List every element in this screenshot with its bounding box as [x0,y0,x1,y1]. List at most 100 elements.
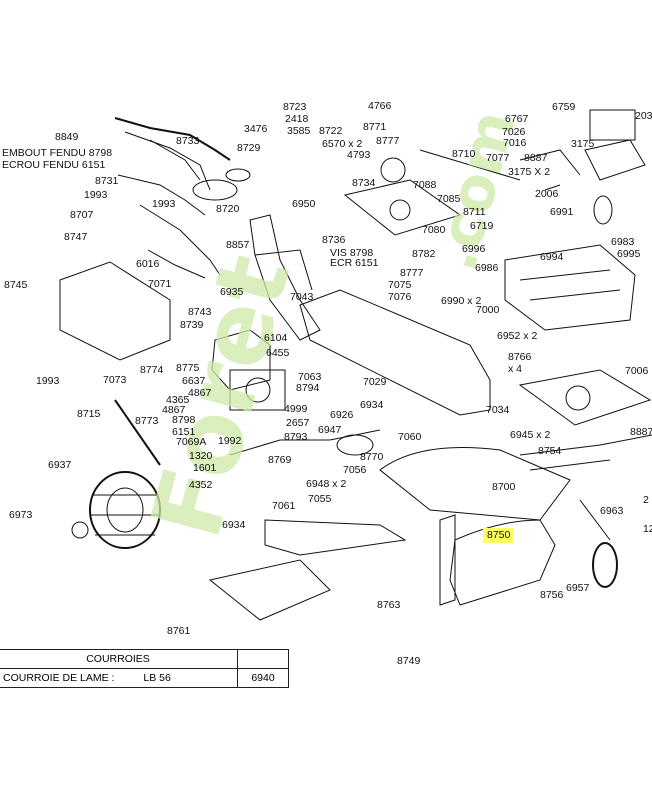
callout-label: 8700 [492,481,516,493]
callout-label: ECROU FENDU 6151 [2,159,106,171]
callout-label: 12 [643,523,652,535]
callout-label: 4365 [166,394,190,406]
callout-label: 8782 [412,248,436,260]
callout-label: 8761 [167,625,191,637]
callout-label: 6990 x 2 [441,295,482,307]
callout-label: 4867 [162,404,186,416]
callout-label: 6950 [292,198,316,210]
callout-label: 8777 [400,267,424,279]
belts-table-row: COURROIE DE LAME : LB 56 [0,668,238,688]
callout-label: 4999 [284,403,308,415]
callout-label: 1320 [189,450,213,462]
callout-label: 8745 [4,279,28,291]
callout-label: 8734 [352,177,376,189]
callout-label: 7080 [422,224,446,236]
callout-label: 1992 [218,435,242,447]
callout-label: 7016 [503,137,527,149]
callout-label: 6935 [220,286,244,298]
callout-label: 4766 [368,100,392,112]
callout-label: 7055 [308,493,332,505]
callout-label: 203 [635,110,652,122]
callout-label: 8771 [363,121,387,133]
callout-label: 6963 [600,505,624,517]
callout-label: 7043 [290,291,314,303]
callout-label: 4867 [188,387,212,399]
callout-label: 6151 [172,426,196,438]
callout-label: 6986 [475,262,499,274]
callout-label: 8711 [463,206,486,218]
callout-label: 8766 [508,351,532,363]
callout-label: 7088 [413,179,437,191]
callout-label: 2006 [535,188,559,200]
callout-label: 6934 [360,399,384,411]
callout-label: 8887 [524,152,548,164]
callout-label: 7071 [148,278,172,290]
callout-label: 6947 [318,424,342,436]
callout-label: 6991 [550,206,574,218]
callout-label: 8774 [140,364,164,376]
belt-ref: LB 56 [143,672,171,684]
callout-label: 6945 x 2 [510,429,551,441]
callout-label: 8722 [319,125,343,137]
callout-label: 8857 [226,239,250,251]
callout-label: 8793 [284,431,308,443]
callout-label: 3175 X 2 [508,166,551,178]
callout-label: 8743 [188,306,212,318]
callout-label: 6767 [505,113,529,125]
callout-label: x 4 [508,363,523,375]
callout-label: 6016 [136,258,160,270]
belt-code: 6940 [237,668,289,688]
callout-label: 2 [643,494,649,506]
callout-label: 6983 [611,236,635,248]
callout-label: 7073 [103,374,127,386]
callout-label: 8887 [630,426,652,438]
callout-label: 8798 [172,414,196,426]
callout-label: 6995 [617,248,641,260]
callout-label: 1993 [84,189,108,201]
callout-label: 1993 [36,375,60,387]
callout-label: 7085 [437,193,461,205]
callout-label: 8773 [135,415,159,427]
callout-label: 1993 [152,198,176,210]
callout-label: 7077 [486,152,510,164]
callout-label: 2657 [286,417,310,429]
callout-label: 7060 [398,431,422,443]
callout-label: 8749 [397,655,421,667]
callout-label: 6104 [264,332,288,344]
callout-label-highlighted: 8750 [483,528,515,543]
callout-label: 6996 [462,243,486,255]
callout-label: 1601 [193,462,217,474]
callout-label: 8756 [540,589,564,601]
callout-label: 6759 [552,101,576,113]
callout-label: 8731 [95,175,119,187]
callout-label: 6994 [540,251,564,263]
callout-label: 7006 [625,365,649,377]
callout-label: 8777 [376,135,400,147]
callout-label: 3585 [287,125,311,137]
callout-label: 6937 [48,459,72,471]
callout-label: VIS 8798 [330,247,374,259]
callout-label: 4793 [347,149,371,161]
callout-label: 8770 [360,451,384,463]
callout-label: 6719 [470,220,494,232]
callout-label: 3476 [244,123,268,135]
callout-label: 8710 [452,148,476,160]
callout-label: 8775 [176,362,200,374]
callout-label: 7034 [486,404,510,416]
callout-label: 6948 x 2 [306,478,347,490]
callout-label: 6973 [9,509,33,521]
callout-label: 7075 [388,279,412,291]
callout-label: 8739 [180,319,204,331]
belts-table-header: COURROIES [0,649,238,669]
callout-label: 6934 [222,519,246,531]
callout-label: 8720 [216,203,240,215]
callout-label: 8754 [538,445,562,457]
callout-label: 6570 x 2 [322,138,363,150]
callout-label: 8747 [64,231,88,243]
callout-label: 8733 [176,135,200,147]
callout-label: 7029 [363,376,387,388]
callout-label: 6952 x 2 [497,330,538,342]
callout-label: 8707 [70,209,94,221]
callout-label: 8769 [268,454,292,466]
